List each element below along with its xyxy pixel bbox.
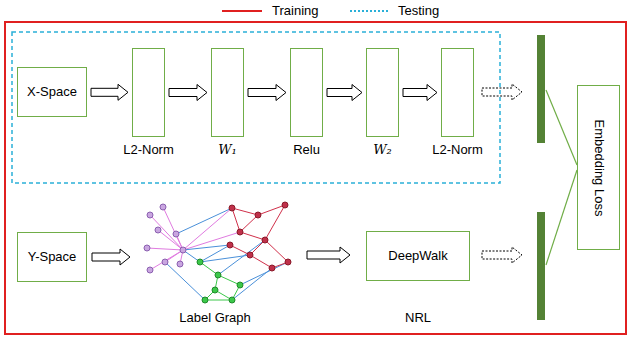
layer-block: Relu — [290, 48, 323, 137]
layer-label: Relu — [293, 142, 320, 158]
box-label: X-Space — [27, 84, 77, 100]
label-graph — [144, 202, 291, 303]
figure-caption: Label Graph — [179, 310, 251, 325]
block-arrow — [327, 85, 362, 101]
legend-text: Training — [272, 3, 318, 18]
block-arrow — [403, 85, 437, 101]
testing-frame — [12, 32, 500, 183]
layer-block: L2-Norm — [441, 48, 474, 137]
process-box: Y-Space — [17, 232, 87, 282]
dotted-arrow — [482, 84, 522, 263]
process-box: X-Space — [17, 67, 87, 117]
layer-label: W₁ — [218, 142, 237, 158]
legend-line — [222, 10, 262, 12]
block-arrow — [248, 85, 286, 101]
legend-line — [350, 10, 390, 12]
layer-block: L2-Norm — [132, 48, 165, 137]
training-frame — [5, 22, 626, 334]
box-label: DeepWalk — [388, 248, 447, 264]
box-label: Y-Space — [28, 249, 77, 265]
block-arrow — [169, 85, 207, 101]
layer-label: NRL — [405, 310, 431, 326]
loss-line — [546, 90, 577, 165]
loss-line — [546, 170, 577, 265]
layer-label: L2-Norm — [432, 142, 483, 158]
box-label: Embedding Loss — [591, 119, 607, 216]
process-box: Embedding Loss — [577, 85, 620, 250]
embedding-bar — [537, 212, 545, 320]
layer-block: W₁ — [211, 48, 244, 137]
layer-label: L2-Norm — [123, 142, 174, 158]
layer-label: W₂ — [373, 142, 392, 158]
block-arrow — [91, 84, 128, 100]
legend-text: Testing — [398, 3, 439, 18]
layer-block: W₂ — [366, 48, 399, 137]
process-box: DeepWalkNRL — [366, 231, 470, 281]
embedding-bar — [537, 35, 545, 143]
